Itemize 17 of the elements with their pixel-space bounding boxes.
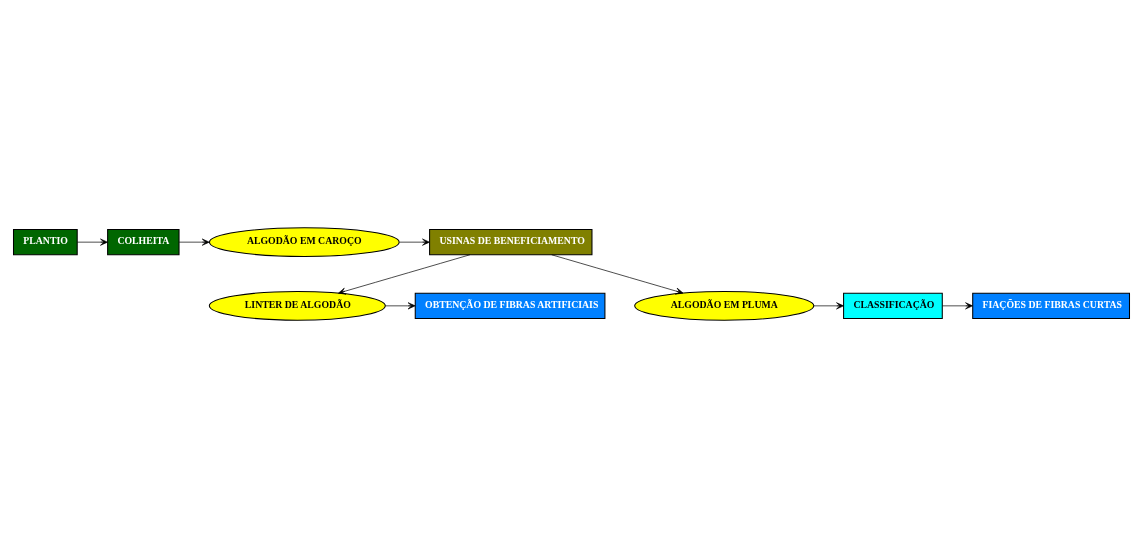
- node-box: OBTENÇÃO DE FIBRAS ARTIFICIAIS: [414, 292, 606, 319]
- arrow: [385, 302, 416, 310]
- arrow: [178, 238, 210, 246]
- node-ellipse: LINTER DE ALGODÃO: [208, 290, 386, 321]
- node-box: USINAS DE BENEFICIAMENTO: [429, 229, 593, 256]
- arrow: [338, 254, 471, 295]
- arrow: [76, 238, 108, 246]
- node-box: PLANTIO: [12, 229, 78, 256]
- arrow: [942, 302, 973, 310]
- node-box: FIAÇÕES DE FIBRAS CURTAS: [972, 292, 1131, 319]
- node-ellipse: ALGODÃO EM PLUMA: [634, 290, 815, 321]
- node-box: CLASSIFICAÇÃO: [843, 292, 943, 319]
- arrow: [551, 254, 684, 295]
- arrow: [813, 302, 844, 310]
- node-box: COLHEITA: [107, 229, 180, 256]
- node-ellipse: ALGODÃO EM CAROÇO: [208, 227, 400, 258]
- arrow: [399, 238, 430, 246]
